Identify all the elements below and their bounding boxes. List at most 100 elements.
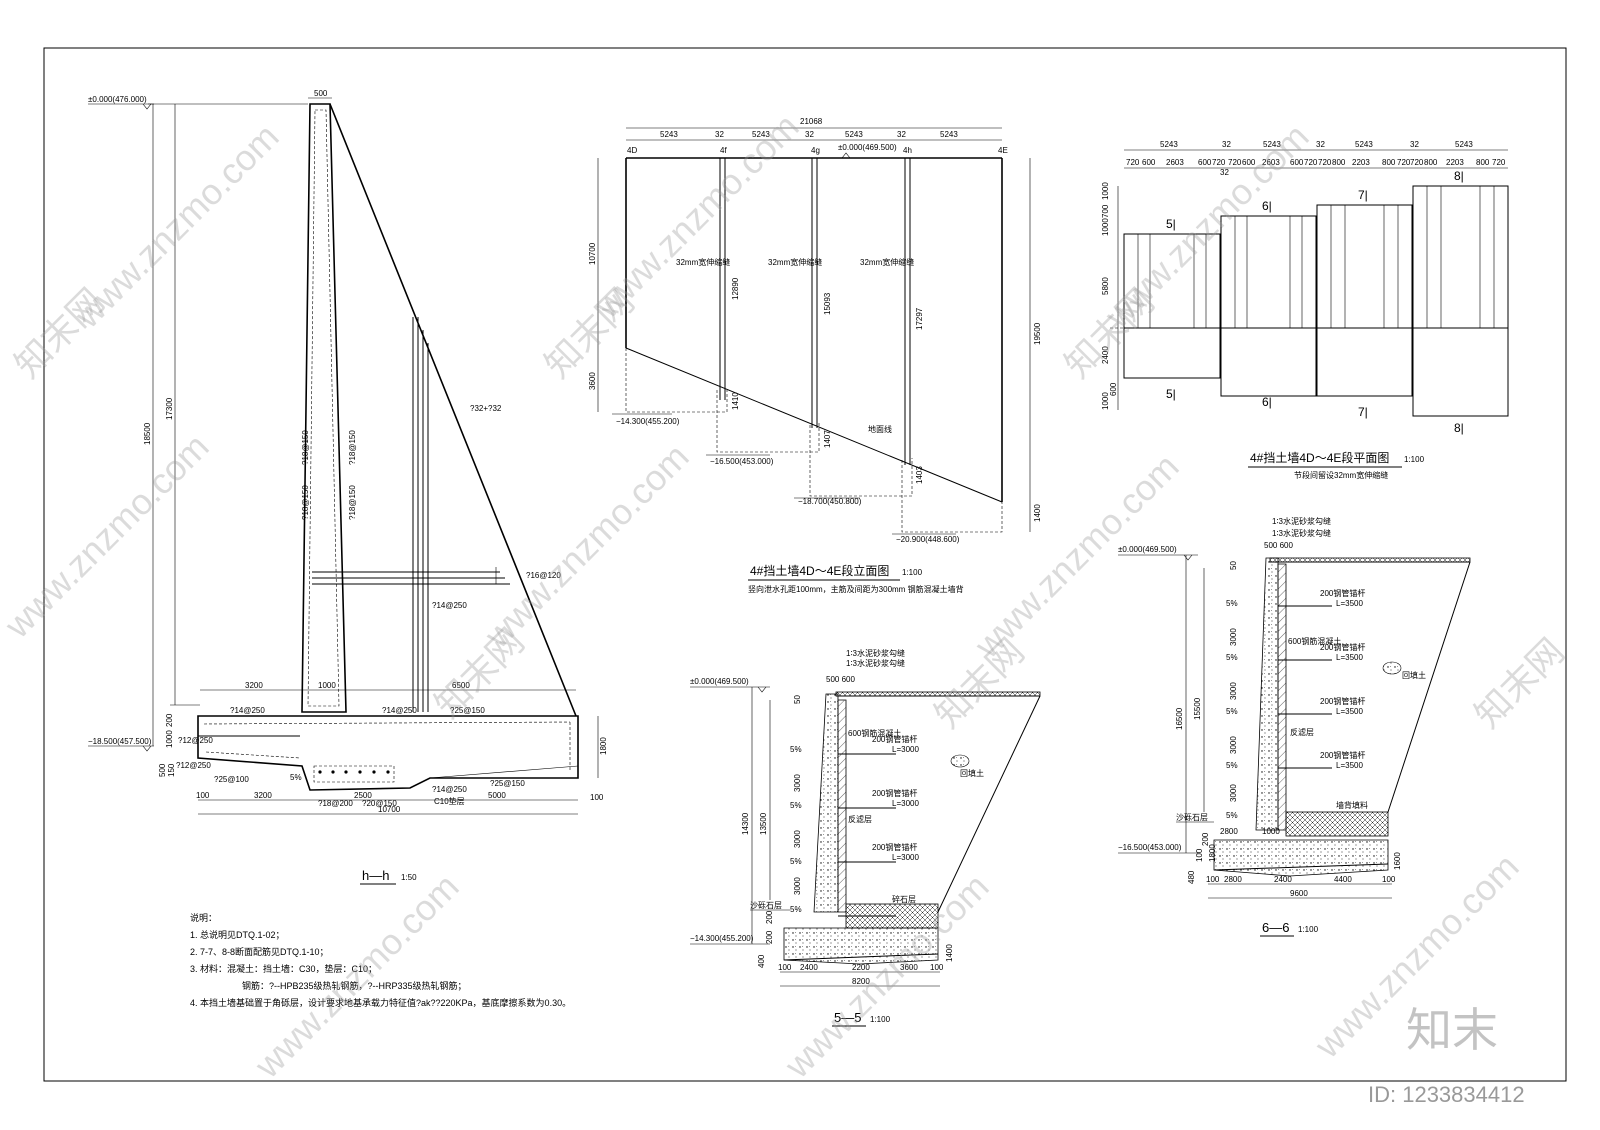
s66-bolt-3-l: L=3500 [1336,707,1363,716]
elev-seg-1: 5243 [660,130,678,139]
s66-bolt-4-l: L=3500 [1336,761,1363,770]
plan-joint-dim: 32 [1220,168,1229,177]
plan-ldim-4: 5800 [1101,277,1110,295]
s55-label-b: 600钢筋混凝土 [848,728,901,738]
plan-sub-6: 720 [1228,158,1242,167]
elev-elev-2: −16.500(453.000) [710,457,774,466]
elev-seg-7: 5243 [940,130,958,139]
s66-label-b: 600钢筋混凝土 [1288,636,1341,646]
elev-seg-5: 5243 [845,130,863,139]
elev-scale: 1:100 [902,568,923,577]
s55-scale: 1:100 [870,1015,891,1024]
section-hh: ±0.000(476.000) −18.500(457.500) 18500 1… [88,89,608,885]
plan-seg-6: 32 [1410,140,1419,149]
elev-joint-2: 32mm宽伸缩缝 [768,257,822,267]
elev-col-h-2: 15093 [823,292,832,315]
hh-top-elev: ±0.000(476.000) [88,95,147,104]
s55-row-2: 5% [790,745,802,754]
plan-seg-1: 5243 [1160,140,1178,149]
watermark-id: ID: 1233834412 [1368,1082,1525,1107]
s55-top-w: 500 600 [826,675,855,684]
s66-bolt-2-l: L=3500 [1336,653,1363,662]
watermark-site-5: www.znzmo.com [476,436,697,657]
s66-topw-2: 1000 [1262,827,1280,836]
hh-bar-14: ?18@200 [318,799,353,808]
hh-bar-4: ?18@150 [348,485,357,520]
s55-bolt-3: 200钢管锚杆 [872,842,917,852]
note-3b: 钢筋：?--HPB235级热轧钢筋，?--HRP335级热轧钢筋； [242,980,467,991]
plan-sub-8: 2603 [1262,158,1280,167]
hh-dim-10700: 10700 [378,805,401,814]
watermark-site-8: www.znzmo.com [246,866,467,1087]
plan-ldim-3: 1000 [1101,218,1110,236]
elev-axis-4h: 4h [903,146,912,155]
s66-top-elev: ±0.000(469.500) [1118,545,1177,554]
hh-dim-100-right: 100 [590,793,604,802]
elev-axis-4E: 4E [998,146,1008,155]
plan-seg-2: 32 [1222,140,1231,149]
s55-bottom-elev: −14.300(455.200) [690,934,754,943]
hh-dim-100: 100 [196,791,210,800]
plan-seg-3: 5243 [1263,140,1281,149]
hh-bar-11: ?12@250 [178,736,213,745]
plan-seg-5: 5243 [1355,140,1373,149]
s66-bolt-2: 200钢管锚杆 [1320,642,1365,652]
hh-stem-outline [301,103,347,713]
hh-dim-5000-bot: 5000 [488,791,506,800]
s66-label-e: 沙砾石层 [1176,812,1208,822]
plan-ldim-5: 2400 [1101,346,1110,364]
hh-dim-150: 150 [167,763,176,777]
s66-w-total: 9600 [1290,889,1308,898]
s55-label-d: 碎石层 [892,894,916,904]
hh-top-width: 500 [314,89,328,98]
plan-sub-18: 2203 [1446,158,1464,167]
s55-row-7: 3000 [793,877,802,895]
s66-title: 6—6 [1262,920,1289,935]
elev-seg-6: 32 [897,130,906,139]
s66-bolt-1-l: L=3500 [1336,599,1363,608]
section-66: ±0.000(469.500) −16.500(453.000) 16500 1… [1118,516,1471,937]
plan-sub-4: 600 [1198,158,1212,167]
plan-sub-17: 800 [1424,158,1438,167]
s55-top-elev: ±0.000(469.500) [690,677,749,686]
plan-ldim-1: 1000 [1101,182,1110,200]
hh-bar-6: ?16@120 [526,571,561,580]
s55-base-dim-4: 1400 [945,944,954,962]
s55-row-4: 5% [790,801,802,810]
elev-joint-1: 32mm宽伸缩缝 [676,257,730,267]
elev-subnote: 竖向泄水孔距100mm，主筋及间距为300mm 钢筋混凝土墙背 [748,584,964,594]
hh-dim-3200-top: 3200 [245,681,263,690]
plan-ldim-7: 600 [1109,382,1118,396]
plan-ldim-6: 1000 [1101,392,1110,410]
hh-dim-1800: 1800 [599,737,608,755]
s66-base-dim-2: 100 [1195,848,1204,862]
watermark-big: 知末 [1406,1004,1498,1056]
elev-step-1: 1410 [731,392,740,410]
note-2: 2. 7-7、8-8断面配筋见DTQ.1-10； [190,946,329,957]
elev-elev-4: −20.900(448.600) [896,535,960,544]
elev-title: 4#挡土墙4D～4E段立面图 [750,563,889,578]
hh-bar-9: ?14@250 [382,706,417,715]
s55-row-8: 5% [790,905,802,914]
watermark-site-4: www.znzmo.com [0,426,217,647]
s66-row-10: 5% [1226,811,1238,820]
s66-row-2: 5% [1226,599,1238,608]
s66-w-1: 2800 [1224,875,1242,884]
note-3: 3. 材料：混凝土：挡土墙：C30，垫层：C10； [190,963,377,974]
s66-base-dim-3: 200 [1201,832,1210,846]
plan-sub-9: 600 [1290,158,1304,167]
hh-bar-2: ?18@150 [348,430,357,465]
s55-title: 5—5 [834,1010,861,1025]
s55-wall [813,693,839,913]
elev-col-h-3: 17297 [915,307,924,330]
plan-label-5-bot: 5| [1166,387,1176,401]
hh-slope: 5% [290,773,302,782]
plan-sub-14: 800 [1382,158,1396,167]
plan-sub-20: 720 [1492,158,1506,167]
s66-label-c: 回填土 [1402,670,1426,680]
s55-hundred-l: 100 [778,963,792,972]
s66-h-total: 16500 [1175,707,1184,730]
s55-label-e: 沙砾石层 [750,900,782,910]
s66-base-dim-1: 480 [1187,870,1196,884]
s66-base-dim-4: 1800 [1208,844,1217,862]
